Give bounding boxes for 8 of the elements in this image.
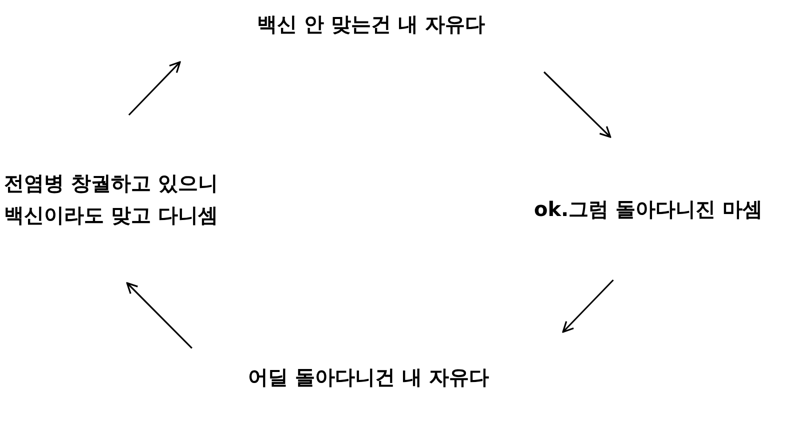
node-text: 백신 안 맞는건 내 자유다 — [257, 11, 485, 38]
node-text: 전염병 창궐하고 있으니 백신이라도 맞고 다니셈 — [4, 170, 219, 229]
arrow — [562, 279, 614, 333]
arrow — [128, 61, 181, 116]
arrow — [126, 282, 192, 349]
node-text: 어딜 돌아다니건 내 자유다 — [248, 364, 489, 391]
node-text: ok.그럼 돌아다니진 마셈 — [534, 196, 763, 222]
arrow — [543, 71, 612, 138]
